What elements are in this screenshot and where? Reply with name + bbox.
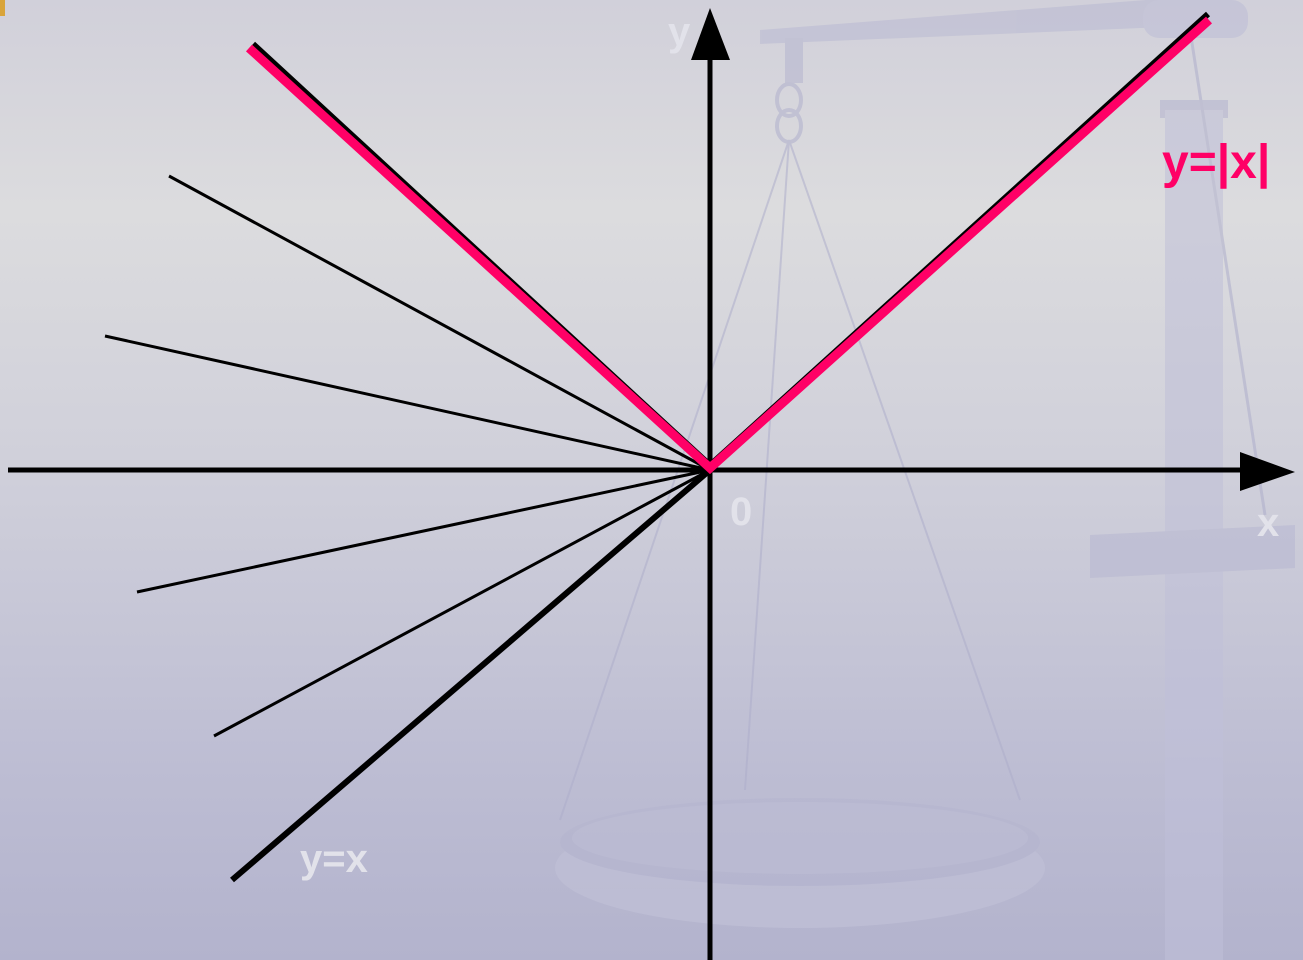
identity-line	[230, 467, 712, 883]
origin-label: 0	[730, 490, 752, 534]
balance-scale-icon	[555, 0, 1295, 960]
line-shallow-upper	[104, 334, 711, 472]
family-lines	[104, 174, 711, 738]
x-axis	[8, 452, 1295, 491]
y-axis-arrow-icon	[691, 8, 730, 60]
line-steep-lower	[213, 468, 711, 738]
x-axis-arrow-icon	[1240, 452, 1295, 491]
x-axis-label: x	[1257, 501, 1279, 545]
abs-function-label: y=|x|	[1162, 136, 1270, 189]
line-steep-upper	[168, 174, 711, 472]
corner-accent	[0, 0, 5, 16]
abs-function-graph	[245, 16, 1213, 475]
line-shallow-lower	[136, 468, 711, 594]
y-axis-label: y	[668, 10, 691, 54]
y-axis	[691, 8, 730, 960]
identity-function-label: y=x	[300, 837, 368, 881]
